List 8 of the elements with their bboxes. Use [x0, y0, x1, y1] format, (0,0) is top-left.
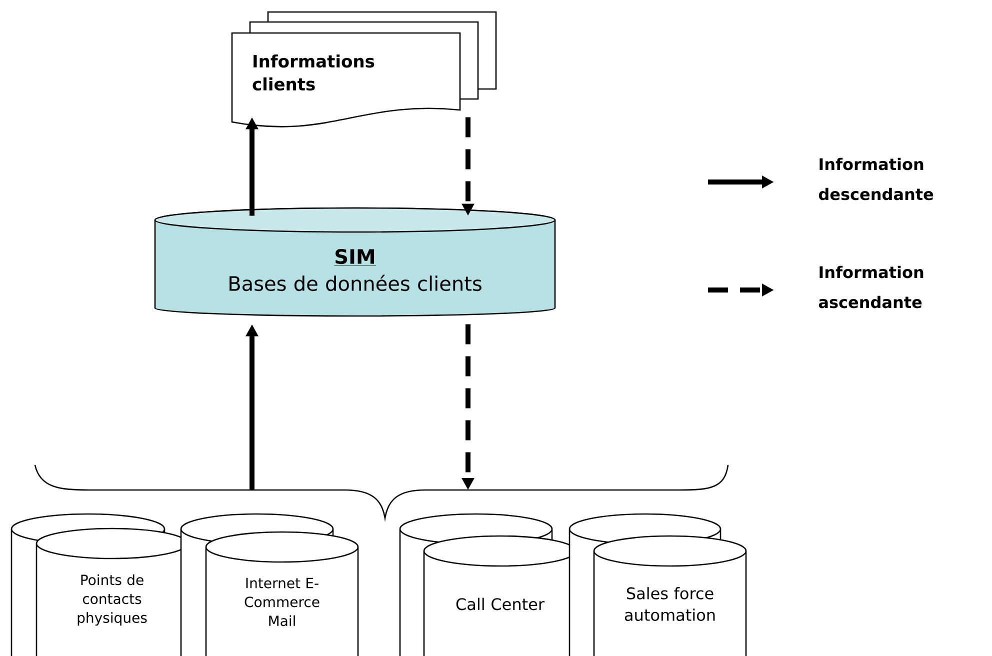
node-label: Call Center	[456, 598, 545, 610]
database-cylinder: SIM Bases de données clients	[154, 207, 556, 317]
node-label: Internet E-Commerce Mail	[244, 578, 320, 626]
node-label: Points de contacts physiques	[78, 574, 147, 626]
legend-text: Information descendante	[818, 158, 934, 200]
node-label: Sales force automation	[624, 587, 715, 621]
document-stack: Informations clients	[231, 11, 497, 128]
legend-text: Information ascendante	[818, 266, 924, 308]
